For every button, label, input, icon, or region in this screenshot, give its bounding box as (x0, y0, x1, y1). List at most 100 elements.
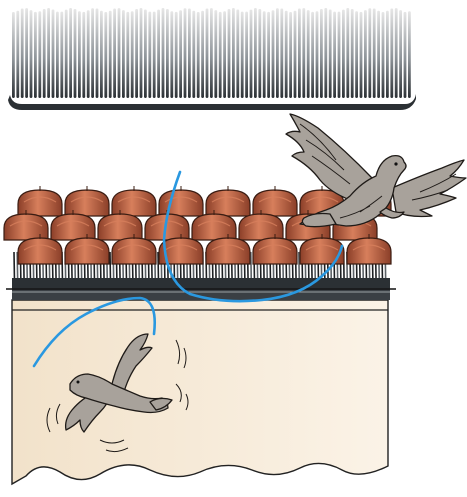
comb-tooth (219, 12, 222, 98)
comb-tooth (373, 9, 376, 98)
comb-tooth (197, 12, 200, 98)
comb-tooth (307, 10, 310, 98)
comb-tooth (148, 12, 151, 98)
comb-tooth (74, 9, 77, 98)
comb-tooth (320, 9, 323, 98)
comb-tooth (280, 9, 283, 98)
comb-tooth (122, 10, 125, 98)
comb-tooth (272, 10, 275, 98)
comb-tooth (34, 12, 37, 98)
roof-tile (206, 186, 250, 216)
comb-tooth (113, 9, 116, 98)
comb-tooth (351, 9, 354, 98)
roof-tile (18, 186, 62, 216)
comb-tooth (214, 10, 217, 98)
comb-tooth (30, 10, 33, 98)
comb-tooth (316, 11, 319, 98)
comb-tooth (382, 12, 385, 98)
comb-spike-strip (8, 8, 416, 110)
comb-tooth (263, 11, 266, 98)
comb-tooth (87, 10, 90, 98)
comb-tooth (96, 9, 99, 98)
comb-tooth (78, 11, 81, 98)
comb-tooth (298, 9, 301, 98)
comb-tooth (188, 9, 191, 98)
sparrow-eye (77, 381, 80, 384)
comb-tooth (338, 12, 341, 98)
comb-tooth (232, 8, 235, 98)
comb-tooth (395, 8, 398, 98)
comb-tooth (166, 9, 169, 98)
comb-tooth (65, 10, 68, 98)
comb-tooth (364, 10, 367, 98)
roof-tile (253, 186, 297, 216)
comb-tooth (276, 8, 279, 98)
comb-tooth (135, 9, 138, 98)
comb-tooth (285, 11, 288, 98)
roof-tile (65, 186, 109, 216)
comb-tooth (69, 8, 72, 98)
house-wall (12, 300, 388, 484)
comb-tooth (162, 8, 165, 98)
comb-tooth (179, 10, 182, 98)
comb-tooth (360, 12, 363, 98)
comb-tooth (206, 9, 209, 98)
comb-tooth (12, 12, 15, 98)
comb-tooth (210, 8, 213, 98)
comb-tooth (38, 11, 41, 98)
comb-tooth (342, 10, 345, 98)
roof-spike-base (12, 278, 390, 288)
comb-tooth (25, 8, 28, 98)
comb-tooth (311, 12, 314, 98)
comb-tooth (21, 9, 24, 98)
roof-tile (159, 186, 203, 216)
comb-tooth (245, 12, 248, 98)
comb-tooth (126, 12, 129, 98)
comb-tooth (201, 11, 204, 98)
comb-tooth (258, 9, 261, 98)
comb-tooth (52, 10, 55, 98)
comb-tooth (302, 8, 305, 98)
comb-tooth (184, 8, 187, 98)
comb-tooth (404, 12, 407, 98)
comb-tooth (333, 12, 336, 98)
comb-tooth (223, 11, 226, 98)
comb-tooth (153, 12, 156, 98)
comb-tooth (157, 10, 160, 98)
comb-tooth (140, 8, 143, 98)
comb-tooth (60, 12, 63, 98)
comb-tooth (346, 8, 349, 98)
comb-tooth (16, 11, 19, 98)
comb-tooth (250, 10, 253, 98)
comb-tooth (192, 11, 195, 98)
comb-tooth (56, 12, 59, 98)
comb-tooth (294, 11, 297, 98)
comb-tooth (175, 12, 178, 98)
comb-tooth (368, 8, 371, 98)
comb-tooth (289, 12, 292, 98)
comb-teeth (12, 8, 411, 98)
comb-tooth (118, 8, 121, 98)
pigeon-eye (394, 162, 397, 165)
comb-tooth (408, 11, 411, 98)
comb-tooth (267, 12, 270, 98)
comb-tooth (47, 8, 50, 98)
comb-tooth (131, 11, 134, 98)
comb-tooth (104, 12, 107, 98)
wall-surface (12, 300, 388, 484)
comb-tooth (43, 9, 46, 98)
comb-tooth (254, 8, 257, 98)
comb-tooth (386, 11, 389, 98)
comb-tooth (390, 9, 393, 98)
comb-tooth (241, 12, 244, 98)
roof-tile (112, 186, 156, 216)
comb-tooth (236, 10, 239, 98)
comb-tooth (170, 11, 173, 98)
comb-tooth (91, 8, 94, 98)
comb-tooth (82, 12, 85, 98)
comb-tooth (109, 11, 112, 98)
comb-tooth (100, 11, 103, 98)
comb-tooth (324, 8, 327, 98)
comb-tooth (228, 9, 231, 98)
